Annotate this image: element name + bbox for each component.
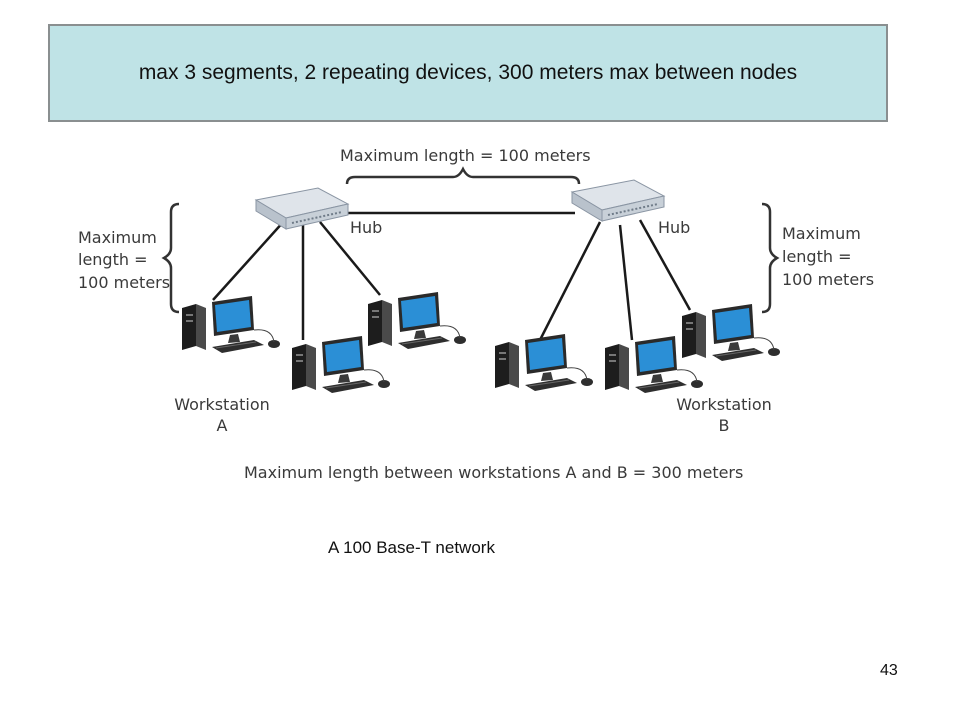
workstation-right-left-icon (494, 333, 594, 392)
workstation-left-right-icon (367, 291, 467, 350)
page-number: 43 (880, 662, 898, 679)
network-cables (212, 211, 692, 341)
hub-right-icon (571, 179, 665, 222)
top-length-label: Maximum length = 100 meters (340, 146, 591, 165)
right-length-label-line2: length = (782, 247, 852, 266)
right-length-label-line3: 100 meters (782, 270, 874, 289)
slide-caption: A 100 Base-T network (328, 538, 495, 557)
workstation-left-middle-icon (291, 335, 391, 394)
hub-left-label: Hub (350, 218, 382, 237)
workstation-a-label-line1: Workstation (174, 395, 270, 414)
left-brace (161, 202, 180, 314)
title-box: max 3 segments, 2 repeating devices, 300… (48, 24, 888, 122)
left-length-label-line3: 100 meters (78, 273, 170, 292)
cable-left-right (319, 221, 381, 296)
workstation-a-icon (181, 295, 281, 354)
cable-right-middle (618, 224, 634, 341)
slide-title: max 3 segments, 2 repeating devices, 300… (138, 61, 798, 84)
hub-left-icon (255, 187, 349, 230)
bottom-length-label: Maximum length between workstations A an… (244, 463, 743, 482)
cable-workstation-b (638, 219, 692, 311)
workstation-b-label-line1: Workstation (676, 395, 772, 414)
cable-right-left (538, 221, 602, 341)
right-brace (761, 202, 780, 314)
left-length-label-line1: Maximum (78, 228, 157, 247)
left-length-label-line2: length = (78, 250, 148, 269)
workstation-a-label-line2: A (217, 416, 228, 435)
hub-right-label: Hub (658, 218, 690, 237)
top-brace (345, 166, 581, 185)
right-length-label-line1: Maximum (782, 224, 861, 243)
workstation-b-label-line2: B (719, 416, 730, 435)
cable-workstation-a (212, 219, 286, 301)
